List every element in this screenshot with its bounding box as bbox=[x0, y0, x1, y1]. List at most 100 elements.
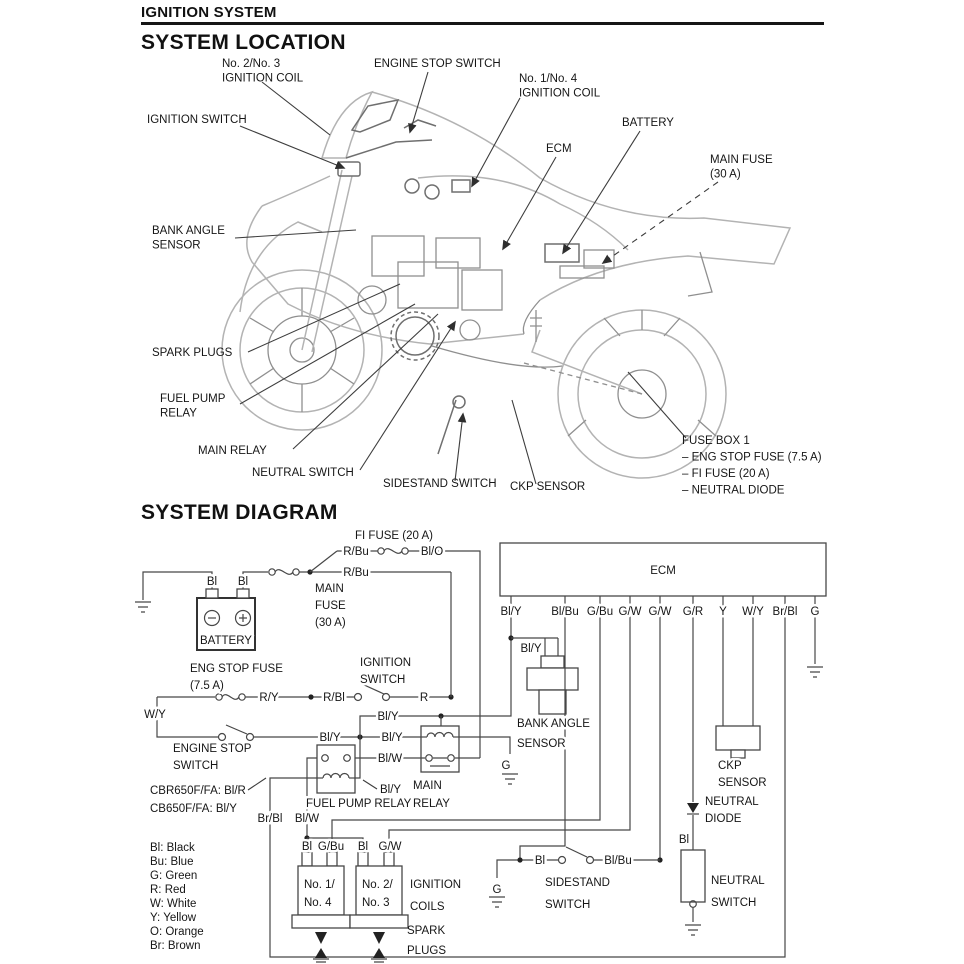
d-pin-bl-2: Bl bbox=[358, 841, 368, 853]
d-bly-bas: Bl/Y bbox=[520, 643, 541, 655]
ecm-pin-label-6: Y bbox=[719, 606, 727, 618]
d-bly-1: Bl/Y bbox=[319, 732, 340, 744]
d-fuel-pump-relay: FUEL PUMP RELAY bbox=[306, 798, 412, 810]
ecm-pin-label-0: Bl/Y bbox=[500, 606, 521, 618]
d-g-sidestand: G bbox=[493, 884, 502, 896]
label-ignition-switch: IGNITION SWITCH bbox=[147, 114, 247, 126]
d-blo: Bl/O bbox=[421, 546, 443, 558]
neutral-switch-symbol bbox=[680, 849, 706, 908]
d-blbu-ss: Bl/Bu bbox=[604, 855, 632, 867]
ecm-pin-label-3: G/W bbox=[619, 606, 642, 618]
ecm-pin-label-9: G bbox=[811, 606, 820, 618]
ecm-pin-label-8: Br/Bl bbox=[773, 606, 798, 618]
label-ckp-sensor: CKP SENSOR bbox=[510, 481, 585, 493]
motorcycle-illustration bbox=[221, 90, 792, 479]
d-battery: BATTERY bbox=[200, 635, 252, 647]
spark-plug-symbol-1 bbox=[313, 932, 329, 963]
engine-stop-switch-symbol bbox=[217, 724, 255, 742]
ground-symbol-main-relay bbox=[502, 773, 518, 785]
ignition-switch-symbol bbox=[353, 683, 391, 702]
ckp-sensor-symbol bbox=[715, 725, 761, 759]
d-wy: W/Y bbox=[144, 709, 166, 721]
d-bl-ss: Bl bbox=[535, 855, 545, 867]
label-main-fuse: MAIN FUSE(30 A) bbox=[710, 154, 773, 181]
label-battery: BATTERY bbox=[622, 117, 674, 129]
main-relay-symbol bbox=[420, 725, 460, 773]
label-spark-plugs: SPARK PLUGS bbox=[152, 347, 233, 359]
d-rbl: R/Bl bbox=[323, 692, 345, 704]
header-rule bbox=[141, 22, 824, 25]
d-rbu-top: R/Bu bbox=[343, 546, 369, 558]
label-engine-stop-switch: ENGINE STOP SWITCH bbox=[374, 58, 501, 70]
battery-symbol bbox=[196, 588, 256, 651]
d-ecm: ECM bbox=[650, 565, 676, 577]
d-bly-2: Bl/Y bbox=[377, 711, 398, 723]
d-pin-gw: G/W bbox=[379, 841, 402, 853]
d-g-mainrelay: G bbox=[502, 760, 511, 772]
d-blw-1: Bl/W bbox=[378, 753, 402, 765]
d-ry: R/Y bbox=[259, 692, 279, 704]
d-bly-4: Bl/Y bbox=[380, 784, 401, 796]
ground-symbol-battery bbox=[135, 601, 151, 613]
location-leader-lines bbox=[234, 71, 719, 485]
ecm-pin-label-5: G/R bbox=[683, 606, 703, 618]
d-pin-bl-1: Bl bbox=[302, 841, 312, 853]
d-brbl: Br/Bl bbox=[258, 813, 283, 825]
eng-stop-fuse-symbol bbox=[215, 693, 246, 701]
d-rbu-mid: R/Bu bbox=[343, 567, 369, 579]
ground-symbol-neutral bbox=[685, 924, 701, 936]
d-blw-2: Bl/W bbox=[295, 813, 319, 825]
ignition-coil-1-symbol bbox=[291, 851, 351, 929]
d-pin-gbu: G/Bu bbox=[318, 841, 344, 853]
wiring-diagram bbox=[135, 542, 827, 963]
ecm-pin-label-1: Bl/Bu bbox=[551, 606, 579, 618]
d-bl-pos: Bl bbox=[238, 576, 248, 588]
label-ecm: ECM bbox=[546, 143, 572, 155]
label-main-relay: MAIN RELAY bbox=[198, 445, 267, 457]
d-coil1: No. 1/No. 4 bbox=[304, 879, 335, 909]
bank-angle-sensor-symbol bbox=[526, 655, 579, 715]
d-r: R bbox=[420, 692, 428, 704]
main-fuse-symbol bbox=[268, 568, 300, 576]
ecm-pin-label-2: G/Bu bbox=[587, 606, 613, 618]
sidestand-switch-symbol bbox=[557, 846, 595, 865]
label-neutral-switch: NEUTRAL SWITCH bbox=[252, 467, 354, 479]
d-bly-3: Bl/Y bbox=[381, 732, 402, 744]
ecm-pin-labels: Bl/Y Bl/Bu G/Bu G/W G/W G/R Y W/Y Br/Bl G bbox=[498, 604, 822, 621]
spark-plug-symbol-2 bbox=[371, 932, 387, 963]
ignition-coil-2-symbol bbox=[349, 851, 409, 929]
fi-fuse-symbol bbox=[377, 547, 409, 555]
label-fuse-box-1: FUSE BOX 1– ENG STOP FUSE (7.5 A)– FI FU… bbox=[682, 435, 822, 497]
ground-symbol-ecm-g bbox=[807, 666, 823, 678]
neutral-diode-symbol bbox=[687, 803, 699, 815]
d-bl-neg: Bl bbox=[207, 576, 217, 588]
d-coil2: No. 2/No. 3 bbox=[362, 879, 393, 909]
d-bl-ns: Bl bbox=[679, 834, 689, 846]
page-breadcrumb: IGNITION SYSTEM bbox=[141, 4, 277, 21]
ecm-pin-label-7: W/Y bbox=[742, 606, 764, 618]
section-title-location: SYSTEM LOCATION bbox=[141, 31, 346, 54]
d-fi-fuse: FI FUSE (20 A) bbox=[355, 530, 433, 542]
ecm-pin-label-4: G/W bbox=[649, 606, 672, 618]
ground-symbol-sidestand bbox=[489, 896, 505, 908]
